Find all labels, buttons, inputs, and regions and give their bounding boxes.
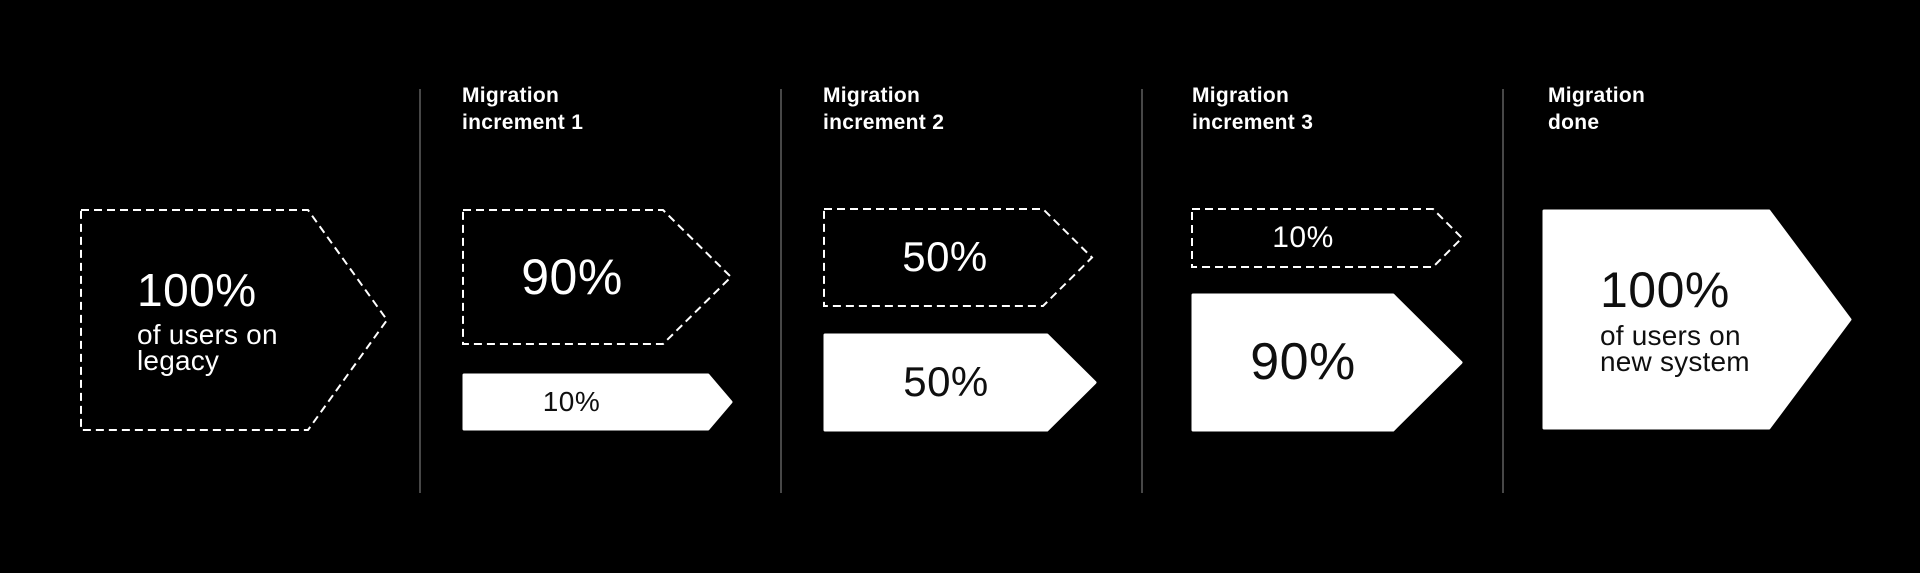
arrow-caption-line: of users on: [137, 318, 278, 350]
inc1-legacy-arrow: 90%: [462, 209, 733, 345]
stage-header-increment-1: Migration increment 1: [462, 82, 583, 136]
arrow-value-label: 10%: [542, 386, 601, 418]
arrow-value-label: 50%: [903, 358, 989, 406]
stage-header-line2: increment 2: [823, 111, 945, 134]
inc3-migrated-arrow: 90%: [1191, 293, 1463, 432]
stage-header-line2: increment 1: [462, 111, 584, 134]
stage-header-line1: Migration: [462, 84, 560, 107]
column-divider: [419, 89, 421, 493]
stage-header-line2: done: [1548, 111, 1600, 134]
arrow-value-label: 100%: [137, 264, 257, 317]
stage-header-line1: Migration: [823, 84, 921, 107]
arrow-value-label: 10%: [1272, 221, 1334, 255]
arrow-value-label: 90%: [521, 248, 623, 305]
stage-header-done: Migration done: [1548, 82, 1645, 136]
column-divider: [1141, 89, 1143, 493]
inc1-migrated-arrow: 10%: [462, 373, 733, 431]
stage-header-increment-3: Migration increment 3: [1192, 82, 1313, 136]
arrow-shape-solid: [462, 373, 733, 431]
inc2-legacy-arrow: 50%: [823, 208, 1094, 307]
arrow-shape-solid: [823, 333, 1097, 432]
column-divider: [1502, 89, 1504, 493]
arrow-shape-dashed: [462, 209, 733, 345]
column-divider: [780, 89, 782, 493]
stage-header-increment-2: Migration increment 2: [823, 82, 944, 136]
done-new-system-arrow: 100% of users on new system: [1542, 209, 1852, 430]
inc3-legacy-arrow: 10%: [1191, 208, 1464, 268]
arrow-shape-solid: [1191, 293, 1463, 432]
arrow-shape-dashed: [80, 209, 389, 431]
arrow-value-label: 100%: [1600, 261, 1730, 318]
arrow-value-label: 90%: [1250, 333, 1356, 392]
arrow-shape-dashed: [1191, 208, 1464, 268]
arrow-shape-solid: [1542, 209, 1852, 430]
arrow-value-label: 50%: [902, 233, 988, 281]
arrow-caption-line: new system: [1600, 346, 1750, 378]
arrow-shape-dashed: [823, 208, 1094, 307]
stage-header-line1: Migration: [1548, 84, 1646, 107]
stage-header-line2: increment 3: [1192, 111, 1314, 134]
arrow-caption-line: of users on: [1600, 320, 1741, 352]
legacy-users-arrow: 100% of users on legacy: [80, 209, 389, 431]
stage-header-line1: Migration: [1192, 84, 1290, 107]
inc2-migrated-arrow: 50%: [823, 333, 1097, 432]
arrow-caption-line: legacy: [137, 344, 220, 376]
